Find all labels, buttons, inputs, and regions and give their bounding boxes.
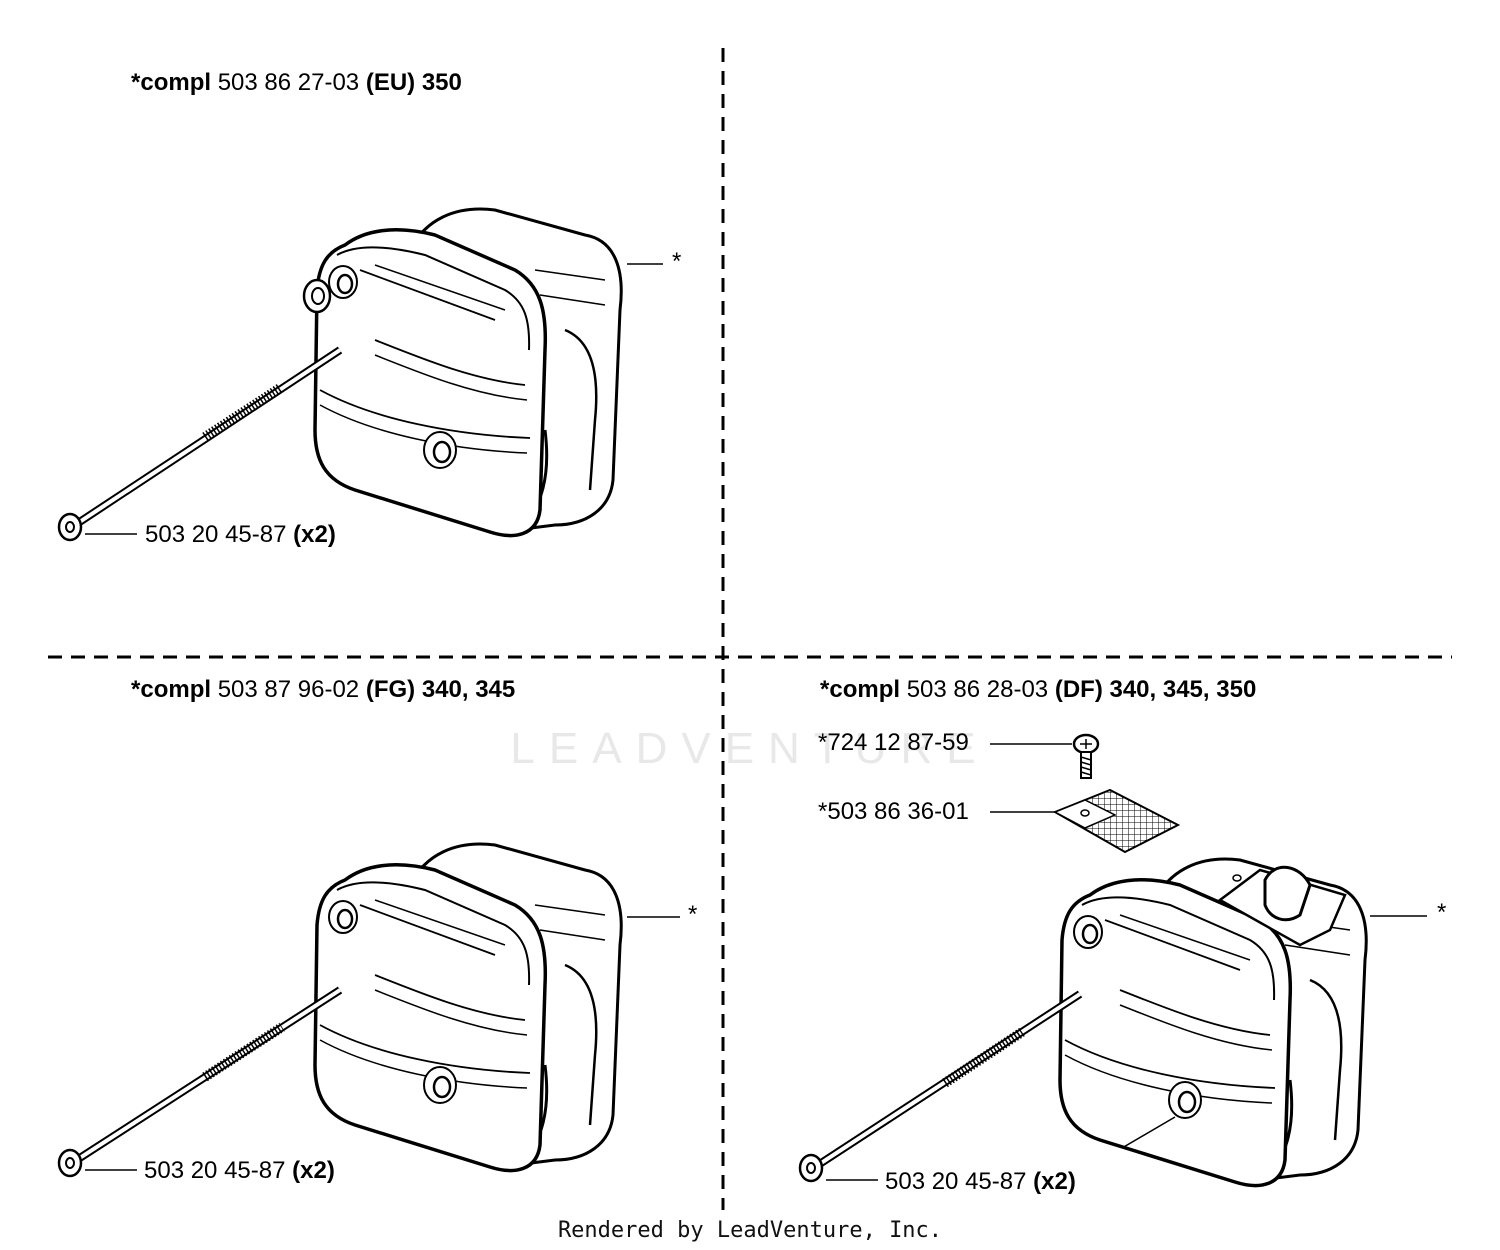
footer-credit: Rendered by LeadVenture, Inc. [557, 1218, 943, 1243]
kit-variant: (DF) [1054, 676, 1103, 703]
kit-models: 340, 345, 350 [1109, 676, 1257, 703]
bolt-eu [57, 346, 343, 542]
kit-variant: (FG) [365, 676, 416, 703]
bolt-part: 503 20 45-87 [145, 521, 287, 548]
watermark: LEADVENTURE [510, 724, 990, 773]
muffler-df [1058, 857, 1427, 1188]
kit-number: 503 86 28-03 [906, 676, 1049, 703]
muffler-eu [302, 207, 663, 538]
bolt-part: 503 20 45-87 [144, 1157, 286, 1184]
bolt-qty: (x2) [292, 1157, 335, 1184]
muffler-ref-eu: * [672, 248, 682, 275]
screen-label-df: *503 86 36-01 [818, 798, 969, 825]
kit-title-fg: *compl 503 87 96-02 (FG) 340, 345 [131, 678, 515, 702]
kit-prefix: *compl [820, 676, 901, 703]
screw-df [990, 733, 1100, 779]
kit-number: 503 87 96-02 [217, 676, 360, 703]
spark-screen-df [990, 788, 1181, 854]
kit-prefix: *compl [131, 676, 212, 703]
kit-prefix: *compl [131, 69, 212, 96]
kit-number: 503 86 27-03 [217, 69, 360, 96]
kit-title-df: *compl 503 86 28-03 (DF) 340, 345, 350 [820, 678, 1256, 702]
muffler-ref-fg: * [688, 901, 698, 928]
bolt-qty: (x2) [293, 521, 336, 548]
kit-models: 350 [421, 69, 462, 96]
bolt-label-eu: 503 20 45-87 (x2) [145, 523, 336, 547]
screw-label-df: *724 12 87-59 [818, 729, 969, 756]
muffler-fg [313, 842, 680, 1173]
bolt-df [798, 990, 1083, 1183]
bolt-label-fg: 503 20 45-87 (x2) [144, 1159, 335, 1183]
bolt-part: 503 20 45-87 [885, 1168, 1027, 1195]
kit-variant: (EU) [365, 69, 416, 96]
bolt-qty: (x2) [1033, 1168, 1076, 1195]
kit-title-eu: *compl 503 86 27-03 (EU) 350 [131, 71, 462, 95]
kit-models: 340, 345 [421, 676, 516, 703]
muffler-ref-df: * [1437, 899, 1447, 926]
bolt-label-df: 503 20 45-87 (x2) [885, 1170, 1076, 1194]
bolt-fg [57, 986, 343, 1178]
